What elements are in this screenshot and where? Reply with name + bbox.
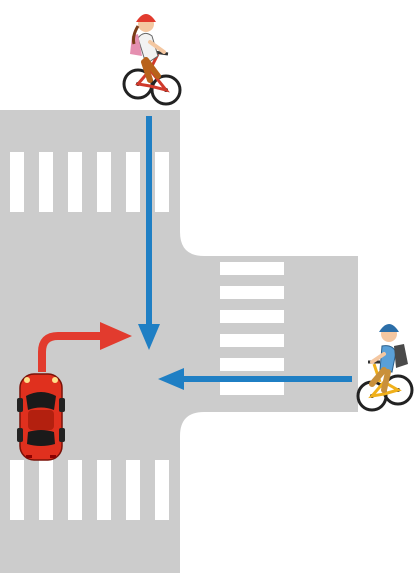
arrow-head xyxy=(100,322,132,350)
girl-cyclist-icon xyxy=(122,14,182,106)
road xyxy=(0,110,358,573)
crosswalk-stripe xyxy=(155,460,169,520)
crosswalk-stripe xyxy=(220,310,284,323)
arrow-head xyxy=(138,324,160,350)
boy-cyclist-icon xyxy=(356,324,414,412)
crosswalk-stripe xyxy=(97,152,111,212)
arrow-head xyxy=(158,368,184,390)
crosswalk-right xyxy=(220,262,284,395)
crosswalk-stripe xyxy=(220,286,284,299)
cyclist-top-path-arrow xyxy=(138,116,160,350)
crosswalk-stripe xyxy=(220,334,284,347)
crosswalk-bottom xyxy=(10,460,169,520)
crosswalk-stripe xyxy=(68,460,82,520)
crosswalk-stripe xyxy=(126,460,140,520)
car-turn-path-arrow xyxy=(38,322,132,372)
crosswalk-stripe xyxy=(68,152,82,212)
road-surface xyxy=(0,110,358,573)
crosswalk-stripe xyxy=(155,152,169,212)
crosswalk-top xyxy=(10,152,169,212)
crosswalk-stripe xyxy=(220,358,284,371)
red-car-icon xyxy=(17,373,65,461)
crosswalk-stripe xyxy=(39,460,53,520)
arrow-shaft xyxy=(146,116,152,328)
crosswalk-stripe xyxy=(220,382,284,395)
crosswalk-stripe xyxy=(126,152,140,212)
crosswalk-stripe xyxy=(10,460,24,520)
arrow-shaft xyxy=(38,332,104,372)
cyclist-right-path-arrow xyxy=(158,368,352,390)
crosswalk-stripe xyxy=(97,460,111,520)
arrow-shaft xyxy=(180,376,352,382)
crosswalk-stripe xyxy=(10,152,24,212)
crosswalk-stripe xyxy=(220,262,284,275)
crosswalk-stripe xyxy=(39,152,53,212)
